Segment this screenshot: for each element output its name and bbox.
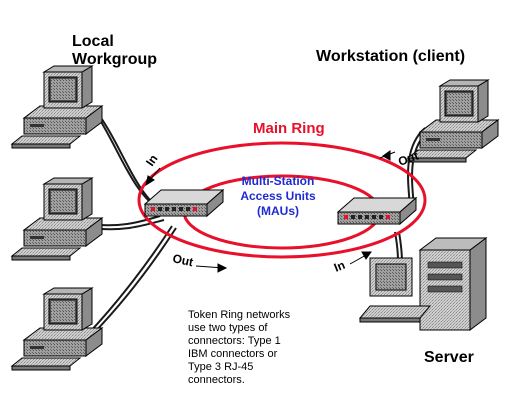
in-label-left: In [143,152,161,169]
note-line-3: connectors: Type 1 [188,335,281,347]
note-line-5: Type 3 RJ-45 [188,361,253,373]
workstation-label: Workstation (client) [316,48,465,65]
note-line-2: use two types of [188,322,268,334]
note-text: Token Ring networks use two types of con… [188,309,291,386]
server-tower-icon[interactable] [358,237,488,331]
workstation-computer-icon[interactable] [407,79,499,163]
desktop-computer-icon[interactable] [11,287,103,371]
note-line-4: IBM connectors or [188,348,278,360]
out-label-bottom: Out [171,251,194,269]
mau-label-line2: Access Units [240,189,316,203]
mau-label-line1: Multi-Station [242,174,315,188]
local-workgroup-label-line2: Workgroup [72,51,157,68]
mau-label-line3: (MAUs) [257,204,299,218]
note-line-1: Token Ring networks [188,309,291,321]
main-ring-label: Main Ring [253,120,325,137]
in-label-bottom: In [332,258,347,275]
right-mau-hub-icon[interactable] [337,197,417,225]
desktop-computer-icon[interactable] [11,65,103,149]
left-mau-hub-icon[interactable] [144,189,224,217]
server-label: Server [424,349,474,366]
flow-arrows [145,150,396,273]
note-line-6: connectors. [188,374,245,386]
desktop-computer-icon[interactable] [11,177,103,261]
local-workgroup-label-line1: Local [72,33,114,50]
out-label-right: Out [396,149,420,169]
